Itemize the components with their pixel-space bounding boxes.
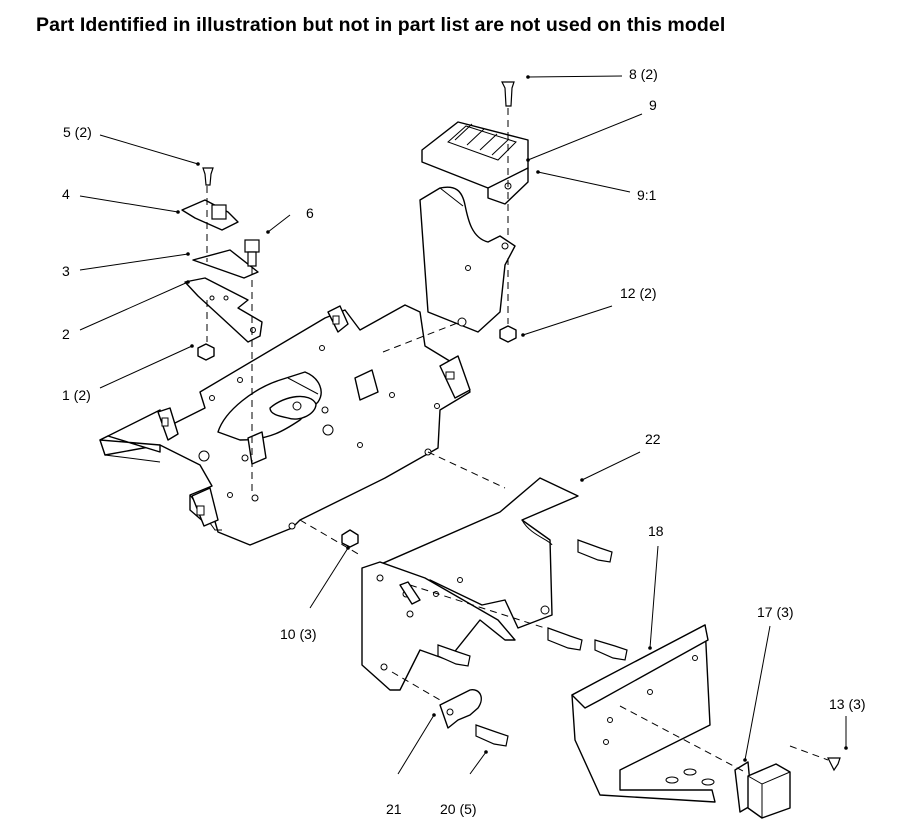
callout-5: 5 (2) bbox=[63, 124, 92, 140]
switch-mount-bracket bbox=[419, 81, 529, 343]
bolts bbox=[341, 529, 628, 747]
assembly-lines bbox=[299, 321, 829, 773]
callout-22: 22 bbox=[645, 431, 661, 447]
angle-bracket bbox=[571, 624, 716, 803]
callout-2: 2 bbox=[62, 326, 70, 342]
callout-8: 8 (2) bbox=[629, 66, 658, 82]
leader-lines bbox=[79, 75, 848, 775]
switch-bracket-assembly bbox=[181, 167, 263, 492]
callout-9: 9 bbox=[649, 97, 657, 113]
callout-21: 21 bbox=[386, 801, 402, 817]
clip-and-block bbox=[734, 757, 841, 819]
callout-6: 6 bbox=[306, 205, 314, 221]
callout-1: 1 (2) bbox=[62, 387, 91, 403]
callout-18: 18 bbox=[648, 523, 664, 539]
callout-17: 17 (3) bbox=[757, 604, 794, 620]
callout-13: 13 (3) bbox=[829, 696, 866, 712]
callout-9-1: 9:1 bbox=[637, 187, 657, 203]
callout-4: 4 bbox=[62, 186, 70, 202]
callout-10: 10 (3) bbox=[280, 626, 317, 642]
callout-3: 3 bbox=[62, 263, 70, 279]
callout-12: 12 (2) bbox=[620, 285, 657, 301]
retaining-clip bbox=[439, 689, 482, 729]
front-vertical-plate bbox=[361, 561, 516, 691]
page-title: Part Identified in illustration but not … bbox=[36, 14, 726, 36]
callout-20: 20 (5) bbox=[440, 801, 477, 817]
main-mounting-plate bbox=[99, 304, 471, 546]
